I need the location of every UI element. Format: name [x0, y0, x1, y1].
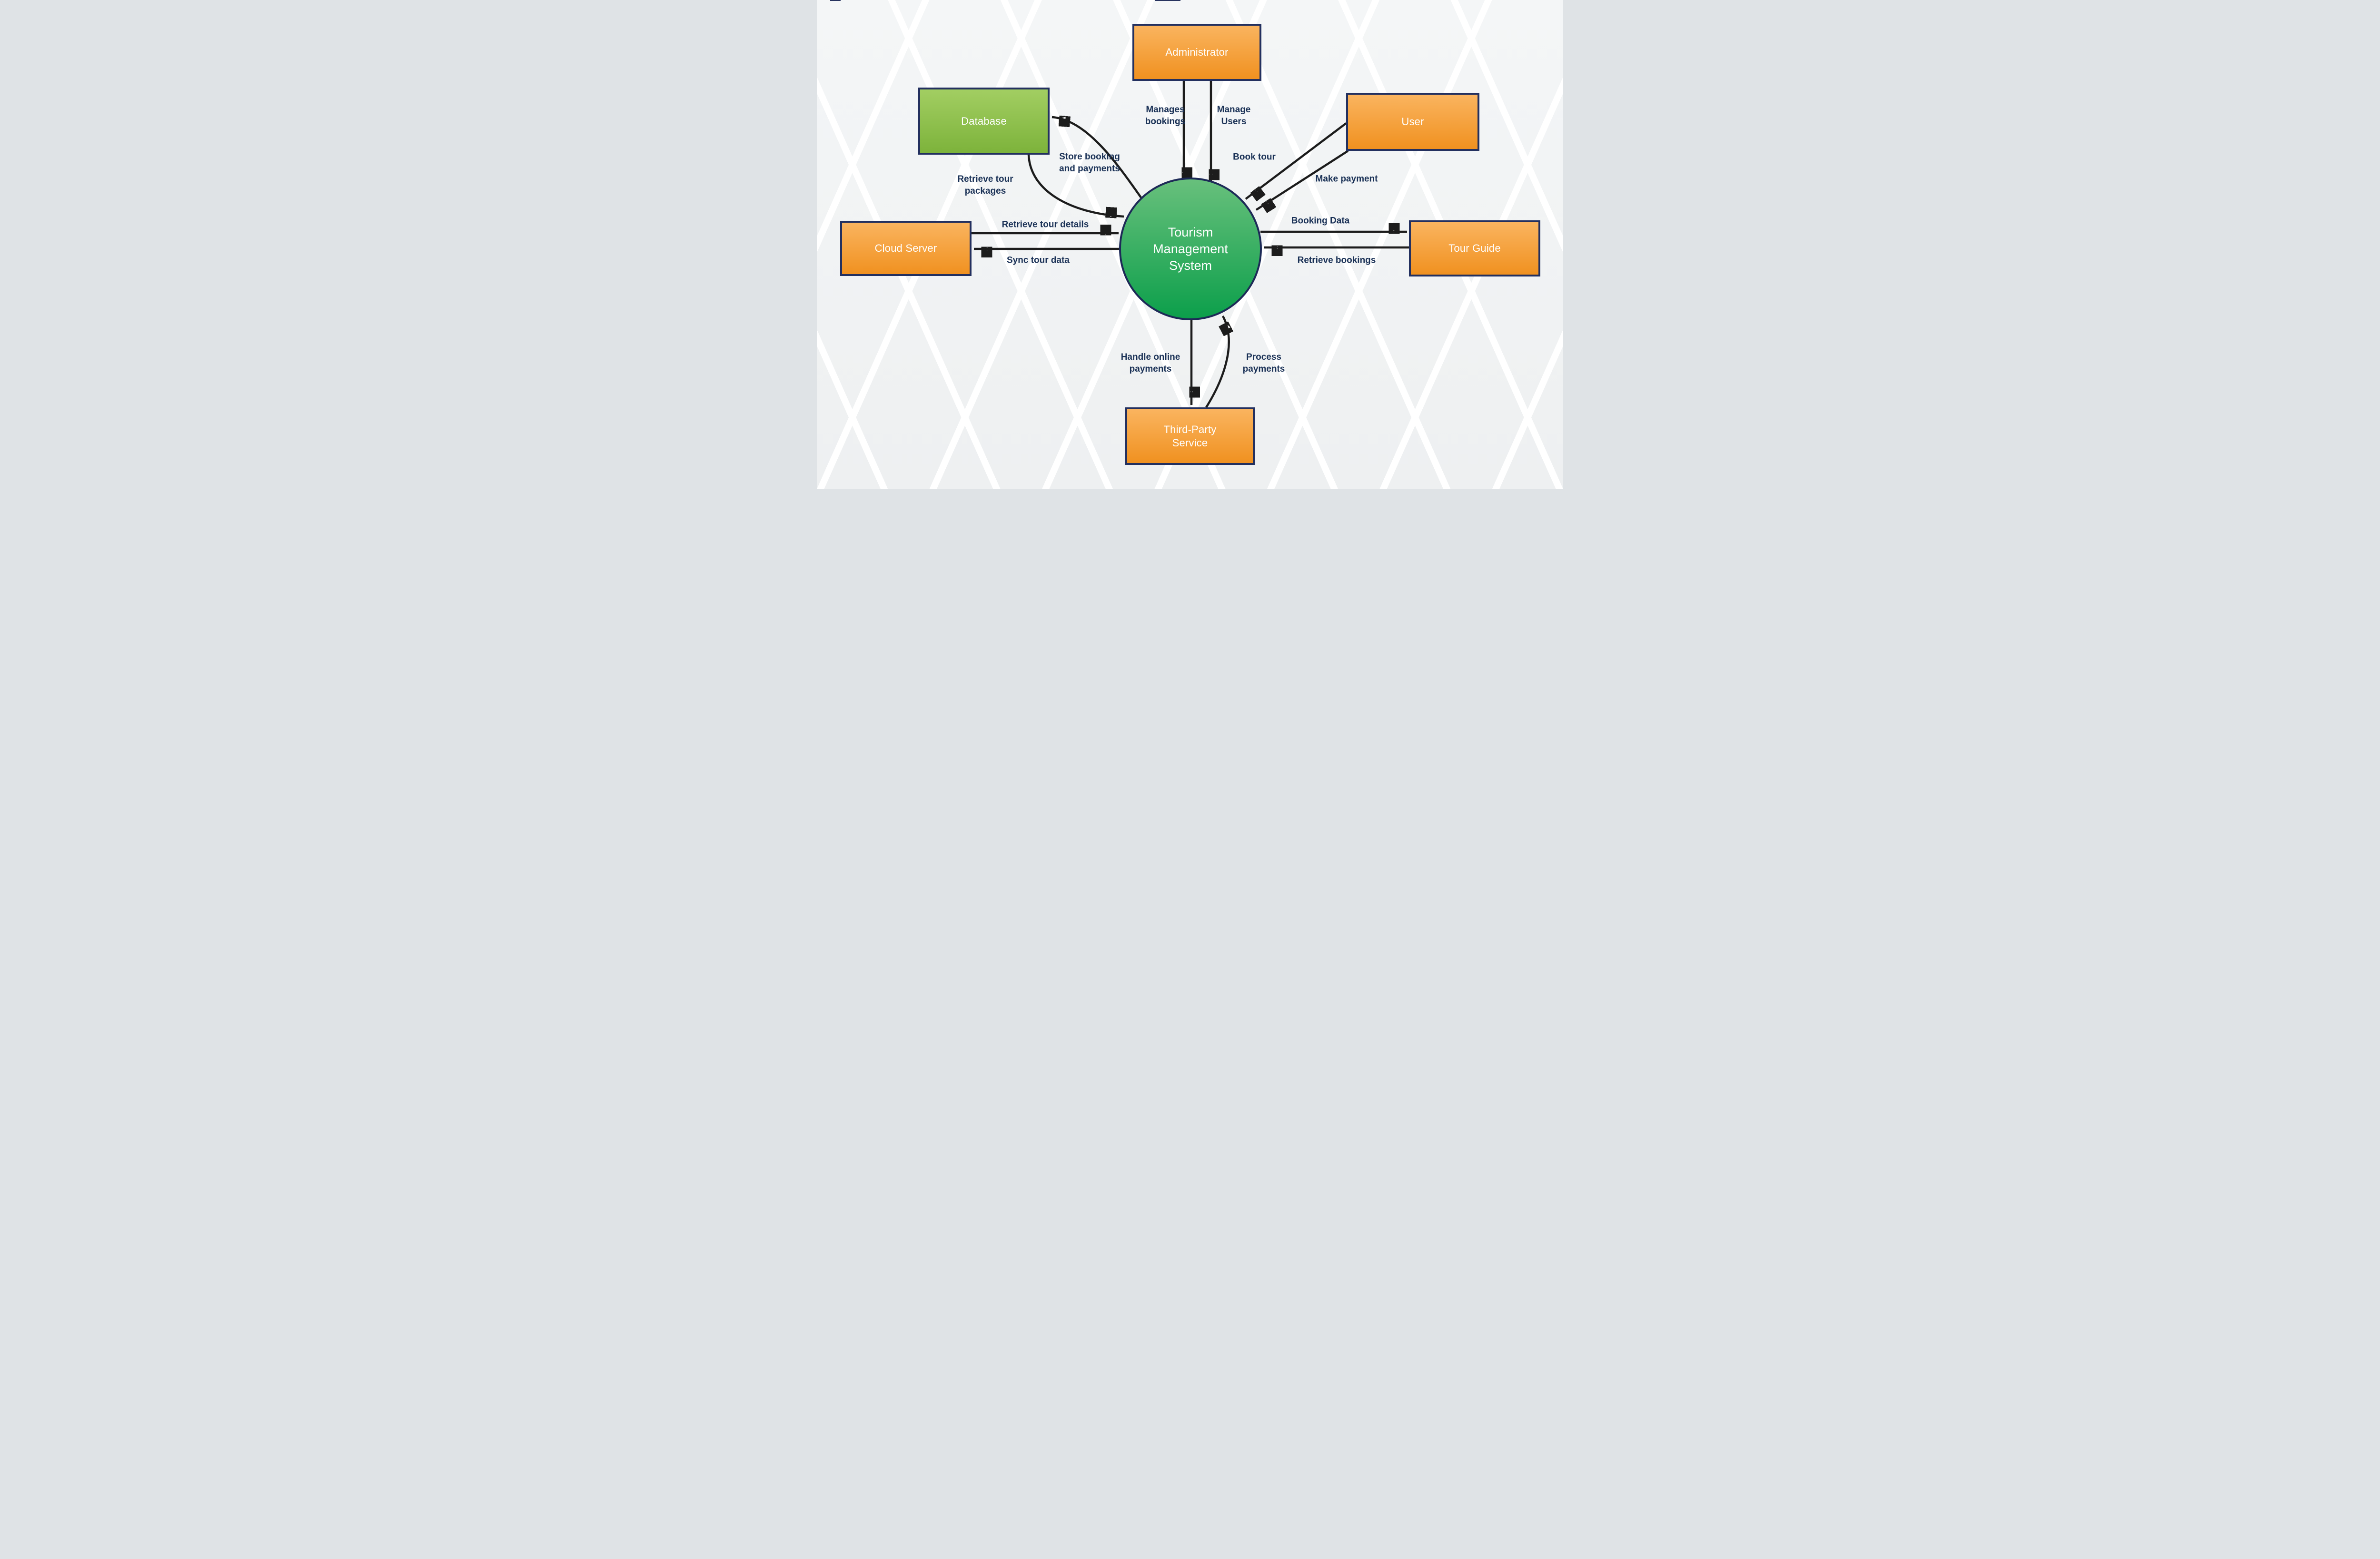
node-cloud-server-label: Cloud Server: [874, 242, 937, 254]
node-third-party-service-label: Third-Party Service: [1163, 423, 1217, 449]
flow-label-sync-tour-data: Sync tour data: [1007, 255, 1070, 266]
flow-label-store-booking-and-payments: Store booking and payments: [1059, 152, 1120, 174]
arrow-process-payments: [1205, 315, 1229, 408]
flow-label-manages-bookings: Manages bookings: [1145, 105, 1186, 127]
node-user-label: User: [1401, 116, 1424, 128]
flow-label-retrieve-tour-packages: Retrieve tour packages: [957, 174, 1013, 196]
node-administrator-label: Administrator: [1165, 46, 1229, 58]
flow-label-retrieve-bookings: Retrieve bookings: [1297, 255, 1376, 266]
node-database-label: Database: [961, 115, 1007, 127]
dfd-canvas: Administrator Database User Cloud Server…: [817, 0, 1563, 489]
top-edge-artifact-middle: [1155, 0, 1180, 1]
flow-label-retrieve-tour-details: Retrieve tour details: [1002, 219, 1089, 230]
node-administrator: Administrator: [1132, 24, 1261, 81]
node-tour-guide: Tour Guide: [1409, 220, 1540, 276]
flow-label-book-tour: Book tour: [1233, 152, 1276, 162]
flow-label-manage-users: Manage Users: [1217, 105, 1251, 127]
arrow-store-booking: [1051, 117, 1142, 198]
arrow-book-tour: [1245, 122, 1347, 199]
flow-label-booking-data: Booking Data: [1291, 216, 1350, 226]
flow-label-process-payments: Process payments: [1242, 352, 1285, 374]
node-user: User: [1346, 93, 1479, 151]
flow-label-handle-online-payments: Handle online payments: [1121, 352, 1180, 374]
node-third-party-service: Third-Party Service: [1125, 407, 1255, 465]
top-edge-artifact-left: [830, 0, 841, 1]
arrow-make-payment: [1255, 150, 1349, 210]
node-tour-guide-label: Tour Guide: [1448, 242, 1501, 254]
node-cloud-server: Cloud Server: [840, 221, 972, 276]
arrow-retrieve-packages: [1027, 154, 1124, 217]
node-tourism-management-system-label: Tourism Management System: [1153, 225, 1228, 273]
node-database: Database: [918, 88, 1050, 155]
node-tourism-management-system: Tourism Management System: [1119, 178, 1262, 320]
flow-arrows: [972, 81, 1409, 408]
flow-label-make-payment: Make payment: [1315, 174, 1378, 184]
